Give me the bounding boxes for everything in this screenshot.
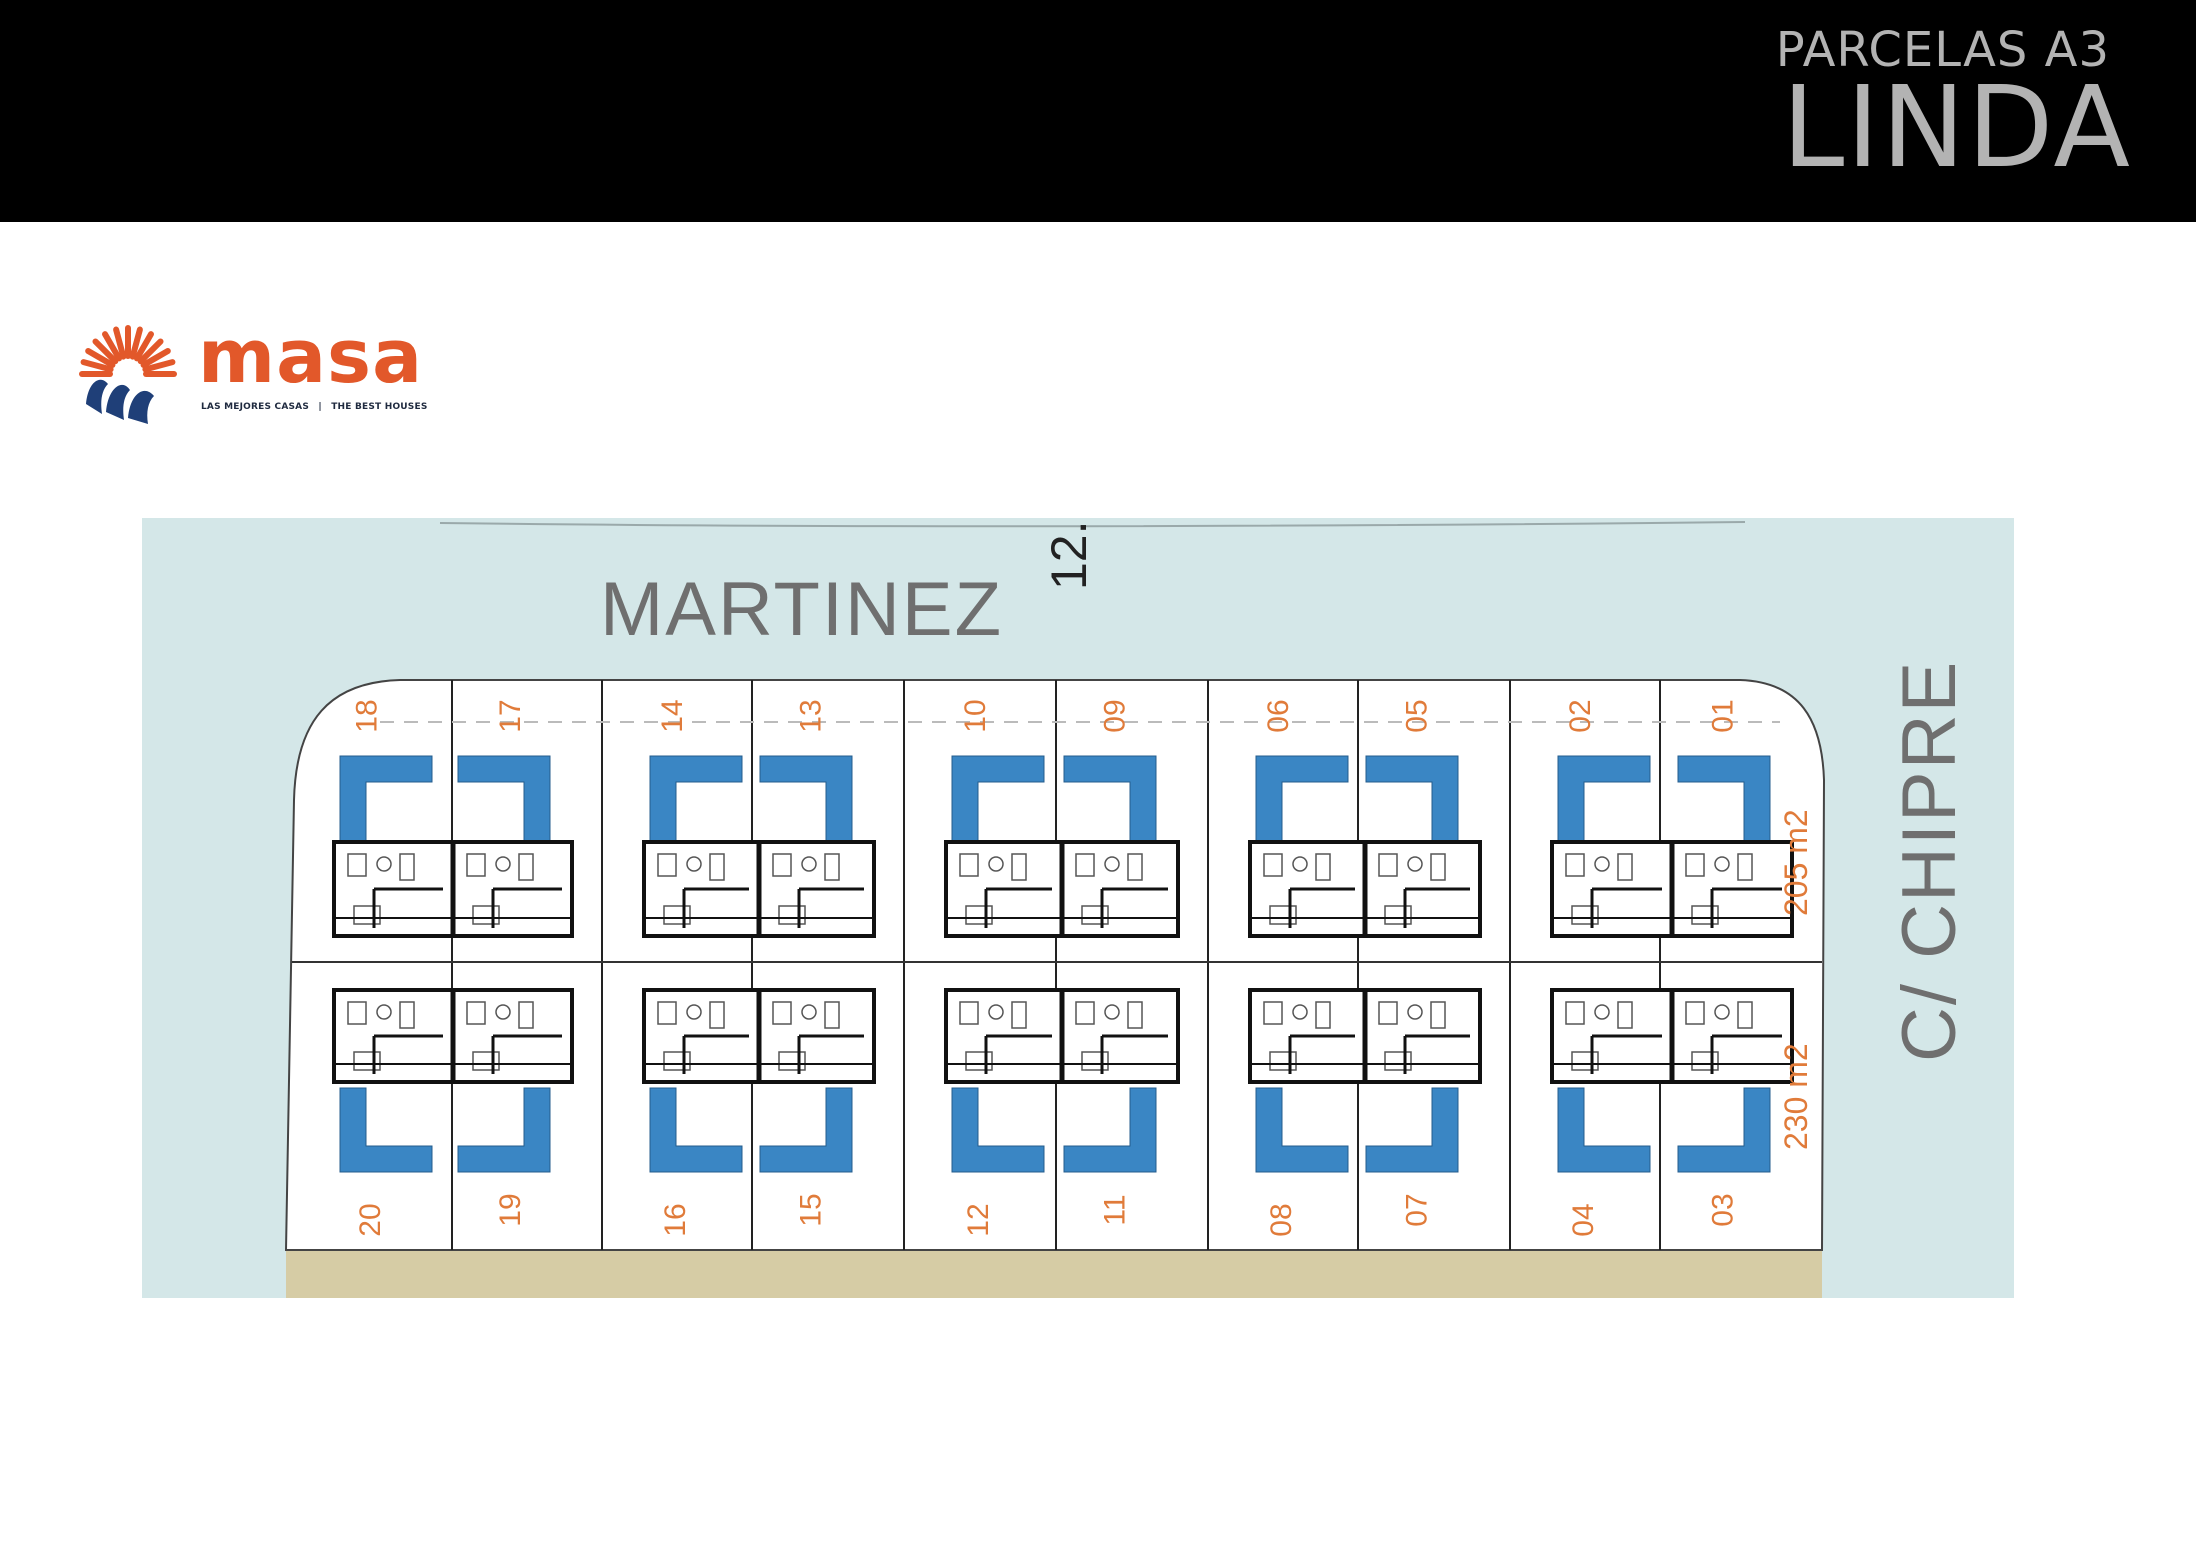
plot-group-top <box>1550 755 1794 938</box>
plot-group-top <box>332 755 574 938</box>
plot-group-top <box>642 755 876 938</box>
street-number: 12. <box>1041 520 1097 590</box>
plot-number: 02 <box>1564 699 1597 732</box>
area-label-top: 205 m2 <box>1778 809 1814 916</box>
plot-number: 04 <box>1567 1203 1600 1236</box>
plot-group-bottom <box>332 988 574 1173</box>
plot-number: 17 <box>494 699 527 732</box>
plot-number: 10 <box>959 699 992 732</box>
logo-wordmark: masa <box>198 314 424 400</box>
plot-number: 19 <box>494 1193 527 1226</box>
plot-number: 18 <box>351 699 384 732</box>
header-bar: PARCELAS A3 LINDA <box>0 0 2196 222</box>
plot-number: 01 <box>1707 699 1740 732</box>
masa-logo: masa LAS MEJORES CASAS | THE BEST HOUSES <box>78 314 438 432</box>
plot-group-top <box>944 755 1180 938</box>
header-subtitle: PARCELAS A3 <box>1775 22 2110 78</box>
plot-number: 12 <box>962 1203 995 1236</box>
plot-group-top <box>1248 755 1482 938</box>
street-label-chipre: C/ CHIPRE <box>1887 659 1972 1062</box>
plot-group-bottom <box>1248 988 1482 1173</box>
plot-number: 11 <box>1099 1194 1132 1225</box>
plot-number: 13 <box>795 699 828 732</box>
plot-number: 08 <box>1265 1203 1298 1236</box>
plot-number: 09 <box>1099 699 1132 732</box>
plot-group-bottom <box>642 988 876 1173</box>
plot-group-bottom <box>944 988 1180 1173</box>
plot-number: 07 <box>1401 1193 1434 1226</box>
plot-number: 05 <box>1401 699 1434 732</box>
plot-number: 14 <box>656 699 689 732</box>
plot-number: 15 <box>795 1193 828 1226</box>
plot-group-bottom <box>1550 988 1794 1173</box>
tagline-left: LAS MEJORES CASAS <box>201 402 310 412</box>
logo-tagline: LAS MEJORES CASAS | THE BEST HOUSES <box>201 402 428 412</box>
plot-number: 16 <box>659 1203 692 1236</box>
tagline-right: THE BEST HOUSES <box>331 402 428 412</box>
plot-number: 06 <box>1262 699 1295 732</box>
area-label-bottom: 230 m2 <box>1778 1043 1814 1150</box>
street-label-martinez: MARTINEZ <box>600 567 1004 652</box>
plot-number: 20 <box>354 1203 387 1236</box>
plot-number: 03 <box>1707 1193 1740 1226</box>
bottom-strip <box>286 1250 1822 1298</box>
header-title: LINDA <box>1781 63 2132 193</box>
sunburst-waves-icon <box>79 325 177 424</box>
